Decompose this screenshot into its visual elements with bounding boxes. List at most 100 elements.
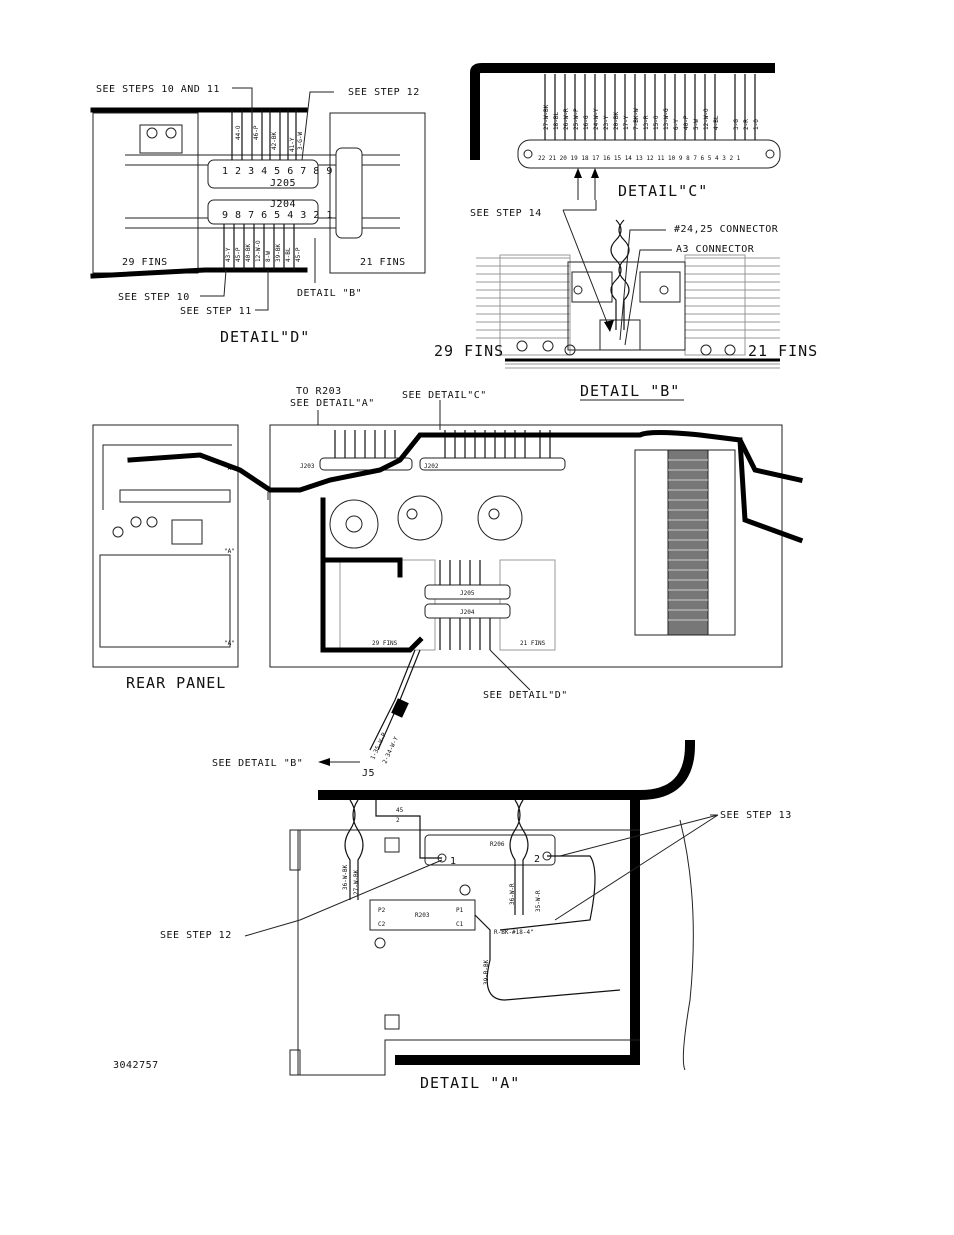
svg-text:40-P: 40-P: [683, 115, 690, 130]
r203: [369, 899, 476, 931]
svg-text:43-Y: 43-Y: [225, 247, 232, 262]
detail-a-wire-rbk: R-BK-#18-4": [494, 929, 534, 936]
j202-label: J202: [424, 463, 439, 470]
svg-text:P2: P2: [378, 907, 386, 914]
detail-c-wires: 27-W-BK 18-BL 26-W-R 25-W-P 16-G 24-W-Y …: [543, 74, 760, 140]
detail-c-terminal-strip: [517, 139, 781, 169]
detail-b-fins-left-graphic: [476, 257, 570, 339]
detail-c: 22 21 20 19 18 17 16 15 14 13 12 11 10 9…: [470, 63, 781, 200]
detail-d-callout-steps-10-11: SEE STEPS 10 AND 11: [96, 84, 220, 95]
j204-label: J204: [270, 199, 296, 210]
detail-d-j205: [207, 159, 319, 189]
detail-d-bottom-wires: 43-Y 45-P 40-BK 12-W-O 8-W 39-BK 4-BL 45…: [223, 224, 302, 270]
svg-text:18-BL: 18-BL: [553, 112, 560, 130]
svg-text:7-BK-W: 7-BK-W: [633, 108, 640, 130]
svg-text:42-BK: 42-BK: [271, 132, 278, 150]
main-callout-see-detail-b: SEE DETAIL "B": [212, 758, 303, 769]
svg-text:5-W: 5-W: [693, 119, 700, 130]
main-callout-see-detail-a: SEE DETAIL"A": [290, 398, 375, 409]
detail-d-right-plate: [329, 112, 426, 274]
j5-label: J5: [362, 768, 375, 779]
capacitor-1: [329, 499, 379, 549]
detail-a-wire-45: 45: [396, 807, 404, 814]
detail-d: 1 2 3 4 5 6 7 8 9 J205 J204 9 8 7 6 5 4 …: [90, 84, 426, 346]
svg-text:1-O: 1-O: [753, 119, 760, 130]
svg-text:20-BK: 20-BK: [613, 112, 620, 130]
detail-c-title: DETAIL"C": [618, 182, 708, 200]
svg-text:17-Y: 17-Y: [623, 115, 630, 130]
svg-text:8-W: 8-W: [265, 251, 272, 262]
svg-text:45-P: 45-P: [235, 247, 242, 262]
detail-d-title: DETAIL"D": [220, 328, 310, 346]
svg-text:26-W-R: 26-W-R: [563, 108, 570, 130]
detail-a-title: DETAIL "A": [420, 1074, 520, 1092]
detail-d-callout-step-11: SEE STEP 11: [180, 306, 252, 317]
svg-text:25-W-P: 25-W-P: [573, 108, 580, 130]
svg-text:C2: C2: [378, 921, 386, 928]
svg-text:44-O: 44-O: [235, 125, 242, 140]
detail-a-wire-35r: 35-W-R: [535, 890, 542, 912]
main-j204-label: J204: [460, 609, 475, 616]
main-chassis: [269, 424, 783, 668]
svg-text:12-W-O: 12-W-O: [703, 108, 710, 130]
detail-d-fins-left: 29 FINS: [122, 257, 168, 268]
marker-a-3: "A": [224, 640, 235, 647]
svg-text:13-R: 13-R: [643, 115, 650, 130]
detail-b-fins-right-graphic: [685, 257, 780, 339]
main-fins-21: 21 FINS: [520, 640, 546, 647]
detail-b-callout-step-14: SEE STEP 14: [470, 208, 542, 219]
svg-text:45-P: 45-P: [295, 247, 302, 262]
detail-d-callout-step-12: SEE STEP 12: [348, 87, 420, 98]
detail-a-wire-27: 27-W-BK: [353, 869, 360, 895]
capacitor-3: [477, 495, 523, 541]
detail-a-harness-top: [318, 739, 696, 800]
svg-text:39-BK: 39-BK: [275, 244, 282, 262]
rear-panel-label: REAR PANEL: [126, 674, 226, 692]
j202-strip: [419, 457, 566, 471]
r206-pin1: 1: [450, 856, 457, 867]
detail-b-callout-connector-2425: #24,25 CONNECTOR: [674, 224, 779, 235]
detail-d-top-wires: 44-O 46-P 42-BK 41-Y 3-G-W: [231, 110, 304, 160]
detail-d-callout-step-10: SEE STEP 10: [118, 292, 190, 303]
detail-a-harness-right: [395, 795, 640, 1065]
svg-text:16-G: 16-G: [583, 115, 590, 130]
svg-text:40-BK: 40-BK: [245, 244, 252, 262]
main-callout-see-detail-d: SEE DETAIL"D": [483, 690, 568, 701]
capacitor-2: [397, 495, 443, 541]
r206: [424, 834, 556, 866]
detail-c-pin-numbers: 22 21 20 19 18 17 16 15 14 13 12 11 10 9…: [538, 155, 741, 162]
r206-label: R206: [490, 841, 505, 848]
svg-text:15-O: 15-O: [653, 115, 660, 130]
svg-text:4-BL: 4-BL: [285, 247, 292, 262]
detail-a-wire-36: 36-W-BK: [342, 864, 349, 890]
svg-text:23-Y: 23-Y: [603, 115, 610, 130]
rear-panel: [92, 424, 239, 668]
main-callout-see-detail-c: SEE DETAIL"C": [402, 390, 487, 401]
r203-label: R203: [415, 912, 430, 919]
detail-d-callout-detail-b: DETAIL "B": [297, 288, 362, 299]
detail-b-title: DETAIL "B": [580, 382, 680, 400]
svg-text:41-Y: 41-Y: [289, 137, 296, 152]
marker-a-2: "A": [224, 548, 235, 555]
drawing-number: 3042757: [113, 1060, 159, 1071]
j203-label: J203: [300, 463, 315, 470]
svg-text:24-W-Y: 24-W-Y: [593, 108, 600, 130]
svg-text:C1: C1: [456, 921, 464, 928]
j205-label: J205: [270, 178, 296, 189]
main-view: REAR PANEL "A" "A" "A" J203 J202 J205 J2…: [92, 386, 804, 779]
svg-text:27-W-BK: 27-W-BK: [543, 104, 550, 130]
svg-text:12-W-O: 12-W-O: [255, 240, 262, 262]
svg-text:P1: P1: [456, 907, 464, 914]
detail-d-j204: [207, 199, 319, 225]
r206-pin2: 2: [534, 854, 541, 865]
detail-a-wire-36r: 36-W-R: [509, 883, 516, 905]
j205-pin-numbers: 1 2 3 4 5 6 7 8 9: [222, 166, 333, 177]
svg-text:4-BL: 4-BL: [713, 115, 720, 130]
detail-b-fins-left: 29 FINS: [434, 342, 504, 360]
main-fins-29: 29 FINS: [372, 640, 398, 647]
svg-text:13-W-G: 13-W-G: [663, 108, 670, 130]
detail-d-bottom-harness: [90, 267, 308, 279]
svg-text:3-G-W: 3-G-W: [297, 132, 304, 150]
main-j205-label: J205: [460, 590, 475, 597]
